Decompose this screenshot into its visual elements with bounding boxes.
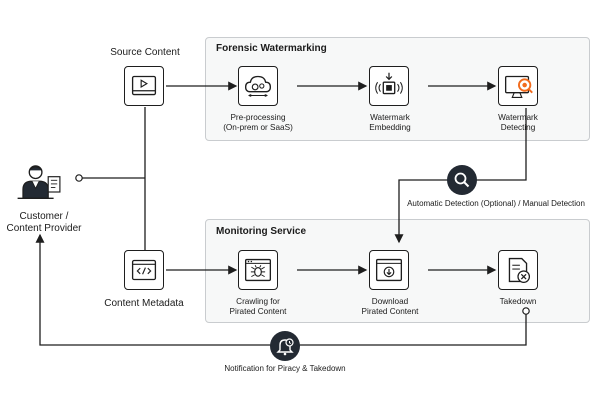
crawling-node: [238, 250, 278, 290]
crawling-label: Crawling for Pirated Content: [229, 297, 287, 316]
bug-window-icon: [244, 258, 272, 282]
takedown-connector-dot: [522, 307, 530, 315]
monitoring-service-title: Monitoring Service: [216, 226, 307, 237]
content-metadata-label: Content Metadata: [104, 298, 184, 309]
takedown-node: [498, 250, 538, 290]
content-metadata-node: [124, 250, 164, 290]
customer-label: Customer / Content Provider: [6, 211, 82, 234]
detecting-node: [498, 66, 538, 106]
document-remove-icon: [508, 257, 531, 283]
download-window-icon: [375, 258, 403, 282]
download-node: [369, 250, 409, 290]
chip-download-icon: [375, 72, 403, 95]
embedding-node: [369, 66, 409, 106]
detection-circle: [447, 165, 477, 195]
code-window-icon: [131, 259, 157, 281]
preprocessing-label: Pre-processing (On-prem or SaaS): [223, 113, 293, 132]
cloud-gears-icon: [244, 75, 272, 97]
notification-circle: [270, 331, 300, 361]
edge-notification-loop: [35, 233, 527, 346]
source-content-label: Source Content: [110, 47, 180, 58]
embedding-label: Watermark Embedding: [369, 113, 411, 132]
notification-edge-label: Notification for Piracy & Takedown: [224, 364, 346, 373]
customer-connector-dot: [75, 174, 83, 182]
source-content-node: [124, 66, 164, 106]
detecting-label: Watermark Detecting: [498, 113, 538, 132]
video-player-icon: [131, 75, 157, 96]
preprocessing-node: [238, 66, 278, 106]
person-with-document-icon: [17, 165, 61, 200]
forensic-watermarking-title: Forensic Watermarking: [216, 43, 327, 54]
search-icon: [454, 172, 470, 188]
download-label: Download Pirated Content: [361, 297, 419, 316]
takedown-label: Takedown: [499, 297, 537, 306]
bell-clock-icon: [276, 338, 294, 356]
detection-edge-label: Automatic Detection (Optional) / Manual …: [407, 199, 585, 208]
monitor-search-icon: [504, 75, 533, 98]
